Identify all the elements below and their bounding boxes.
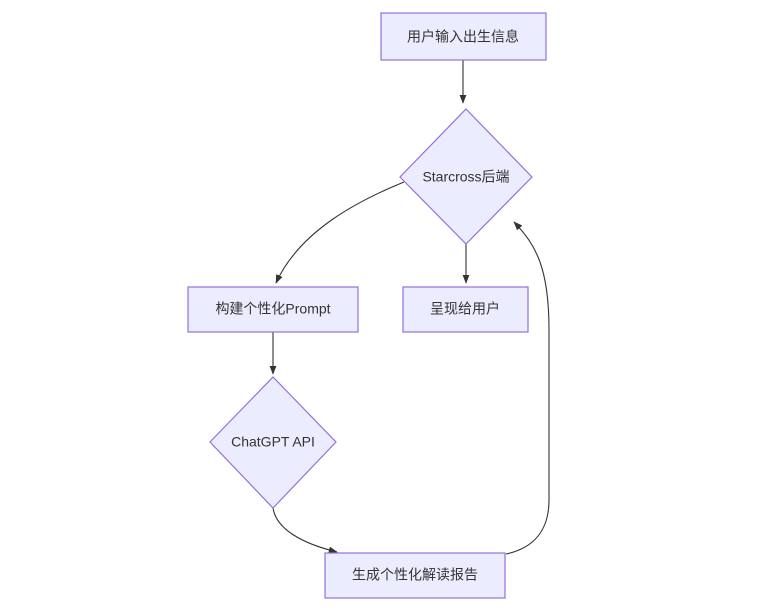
- node-build-prompt-label: 构建个性化Prompt: [215, 301, 330, 317]
- node-starcross-backend-shape: [399, 108, 533, 245]
- node-starcross-backend[interactable]: Starcross后端: [399, 108, 533, 245]
- edge-chatgpt-to-generate-report: [272, 507, 338, 554]
- node-generate-report[interactable]: 生成个性化解读报告: [324, 552, 506, 599]
- node-starcross-backend-label: Starcross后端: [422, 169, 509, 185]
- node-build-prompt[interactable]: 构建个性化Prompt: [187, 286, 359, 333]
- node-present-to-user[interactable]: 呈现给用户: [402, 286, 529, 333]
- node-user-input-shape: [380, 12, 547, 61]
- node-present-to-user-shape: [402, 286, 529, 333]
- node-generate-report-label: 生成个性化解读报告: [352, 567, 478, 583]
- node-chatgpt-api[interactable]: ChatGPT API: [209, 376, 337, 509]
- node-chatgpt-api-shape: [209, 376, 337, 509]
- edge-generate-report-to-backend-feedback: [505, 221, 550, 555]
- node-user-input[interactable]: 用户输入出生信息: [380, 12, 547, 61]
- node-build-prompt-shape: [187, 286, 359, 333]
- edge-backend-to-build-prompt: [275, 181, 405, 284]
- node-chatgpt-api-label: ChatGPT API: [231, 434, 315, 450]
- node-generate-report-shape: [324, 552, 506, 599]
- edge-layer: [269, 60, 550, 555]
- node-user-input-label: 用户输入出生信息: [407, 29, 519, 45]
- node-present-to-user-label: 呈现给用户: [430, 301, 500, 317]
- node-layer: 用户输入出生信息 Starcross后端 构建个性化Prompt 呈现给用户 C…: [187, 12, 547, 599]
